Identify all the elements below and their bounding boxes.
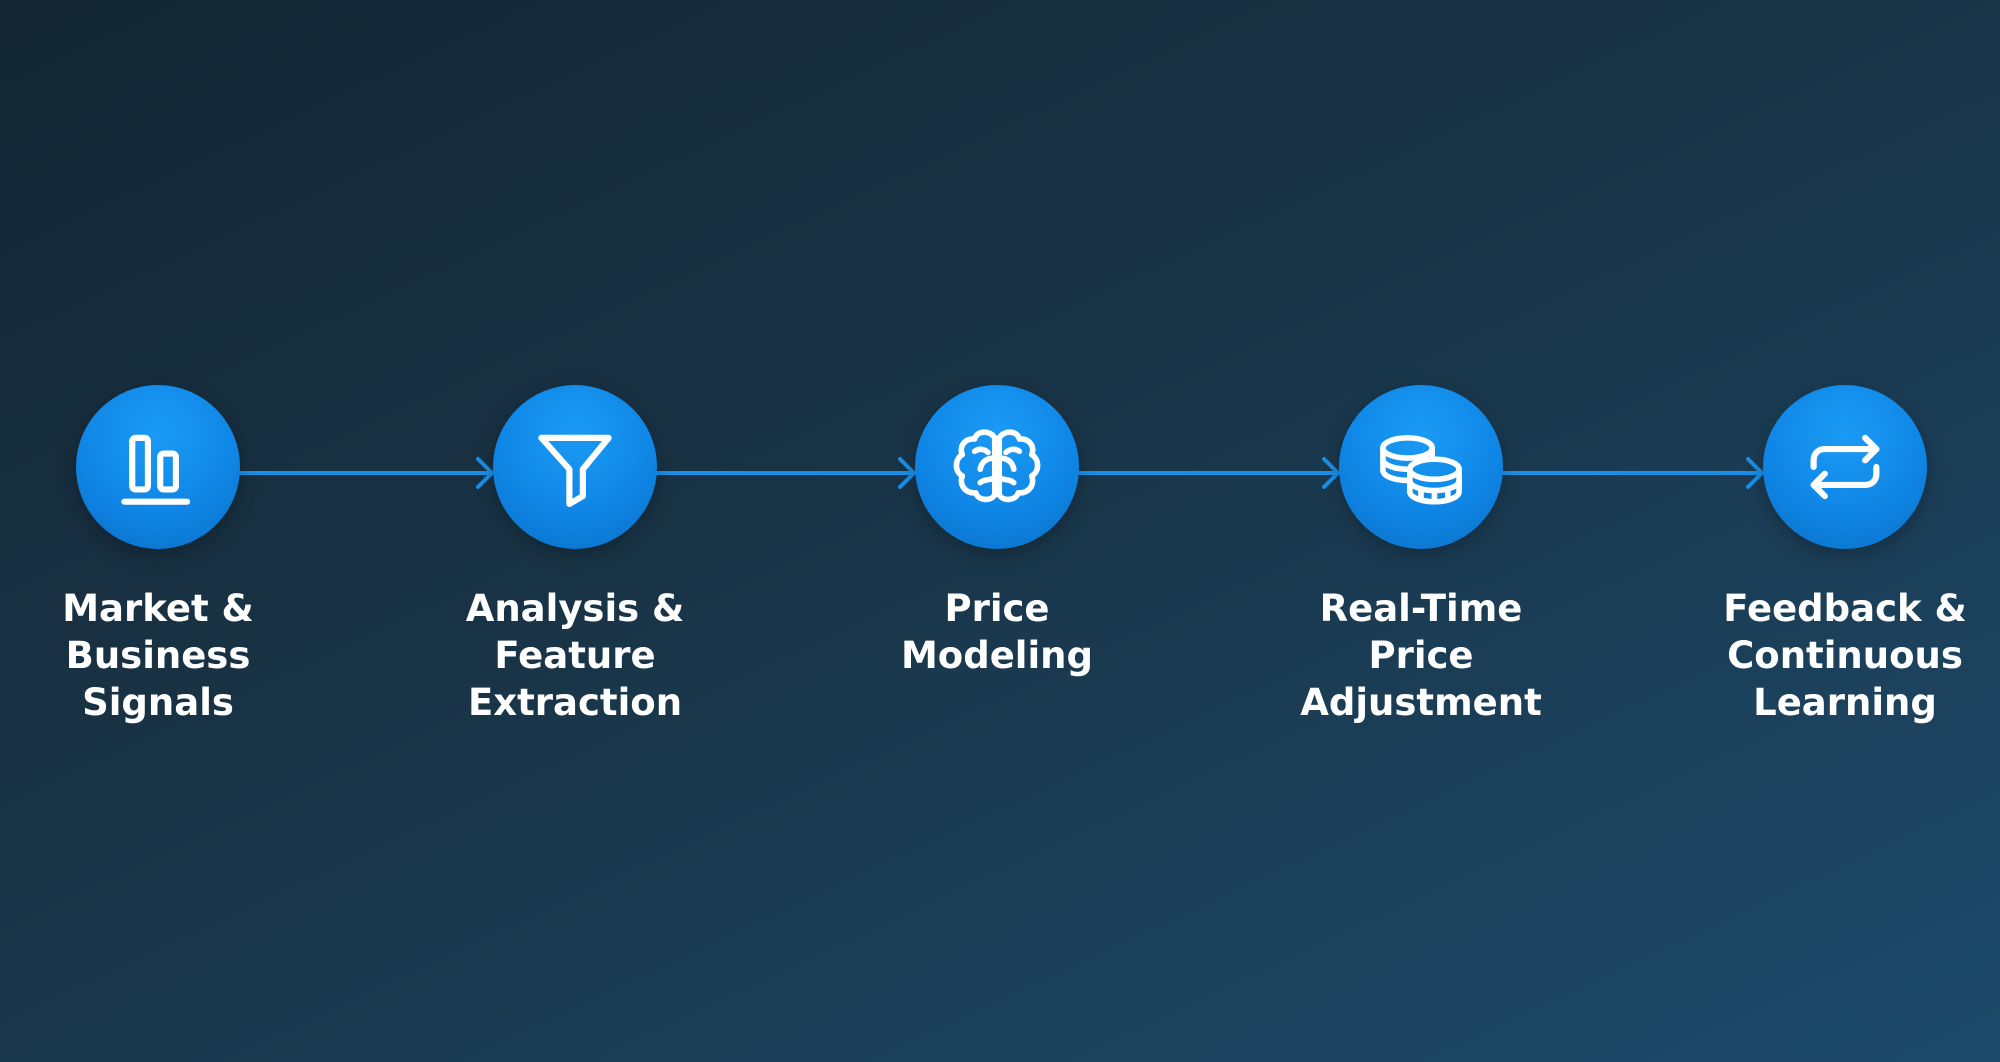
step-1-label: Market & Business Signals [62,587,254,724]
bar-chart-icon [121,434,191,505]
step-real-time-price-adjustment: Real-Time Price Adjustment [1271,385,1571,726]
step-3-circle [915,385,1079,549]
step-market-business-signals: Market & Business Signals [8,385,308,726]
step-5-label: Feedback & Continuous Learning [1723,587,1967,724]
step-analysis-feature-extraction: Analysis & Feature Extraction [425,385,725,726]
step-2-label: Analysis & Feature Extraction [465,587,685,724]
step-2-circle [493,385,657,549]
step-3-label: Price Modeling [900,587,1093,677]
connector-arrow-2 [655,457,916,489]
brain-icon [953,429,1041,503]
step-4-label: Real-Time Price Adjustment [1300,587,1542,724]
connector-arrow-4 [1501,457,1764,489]
connector-arrow-3 [1077,457,1340,489]
repeat-icon [1810,434,1880,500]
connector-arrow-1 [238,457,494,489]
funnel-icon [538,434,612,508]
step-5-circle [1763,385,1927,549]
coins-icon [1380,435,1462,505]
step-feedback-continuous-learning: Feedback & Continuous Learning [1695,385,1995,726]
step-4-circle [1339,385,1503,549]
step-price-modeling: Price Modeling [847,385,1147,679]
step-1-circle [76,385,240,549]
